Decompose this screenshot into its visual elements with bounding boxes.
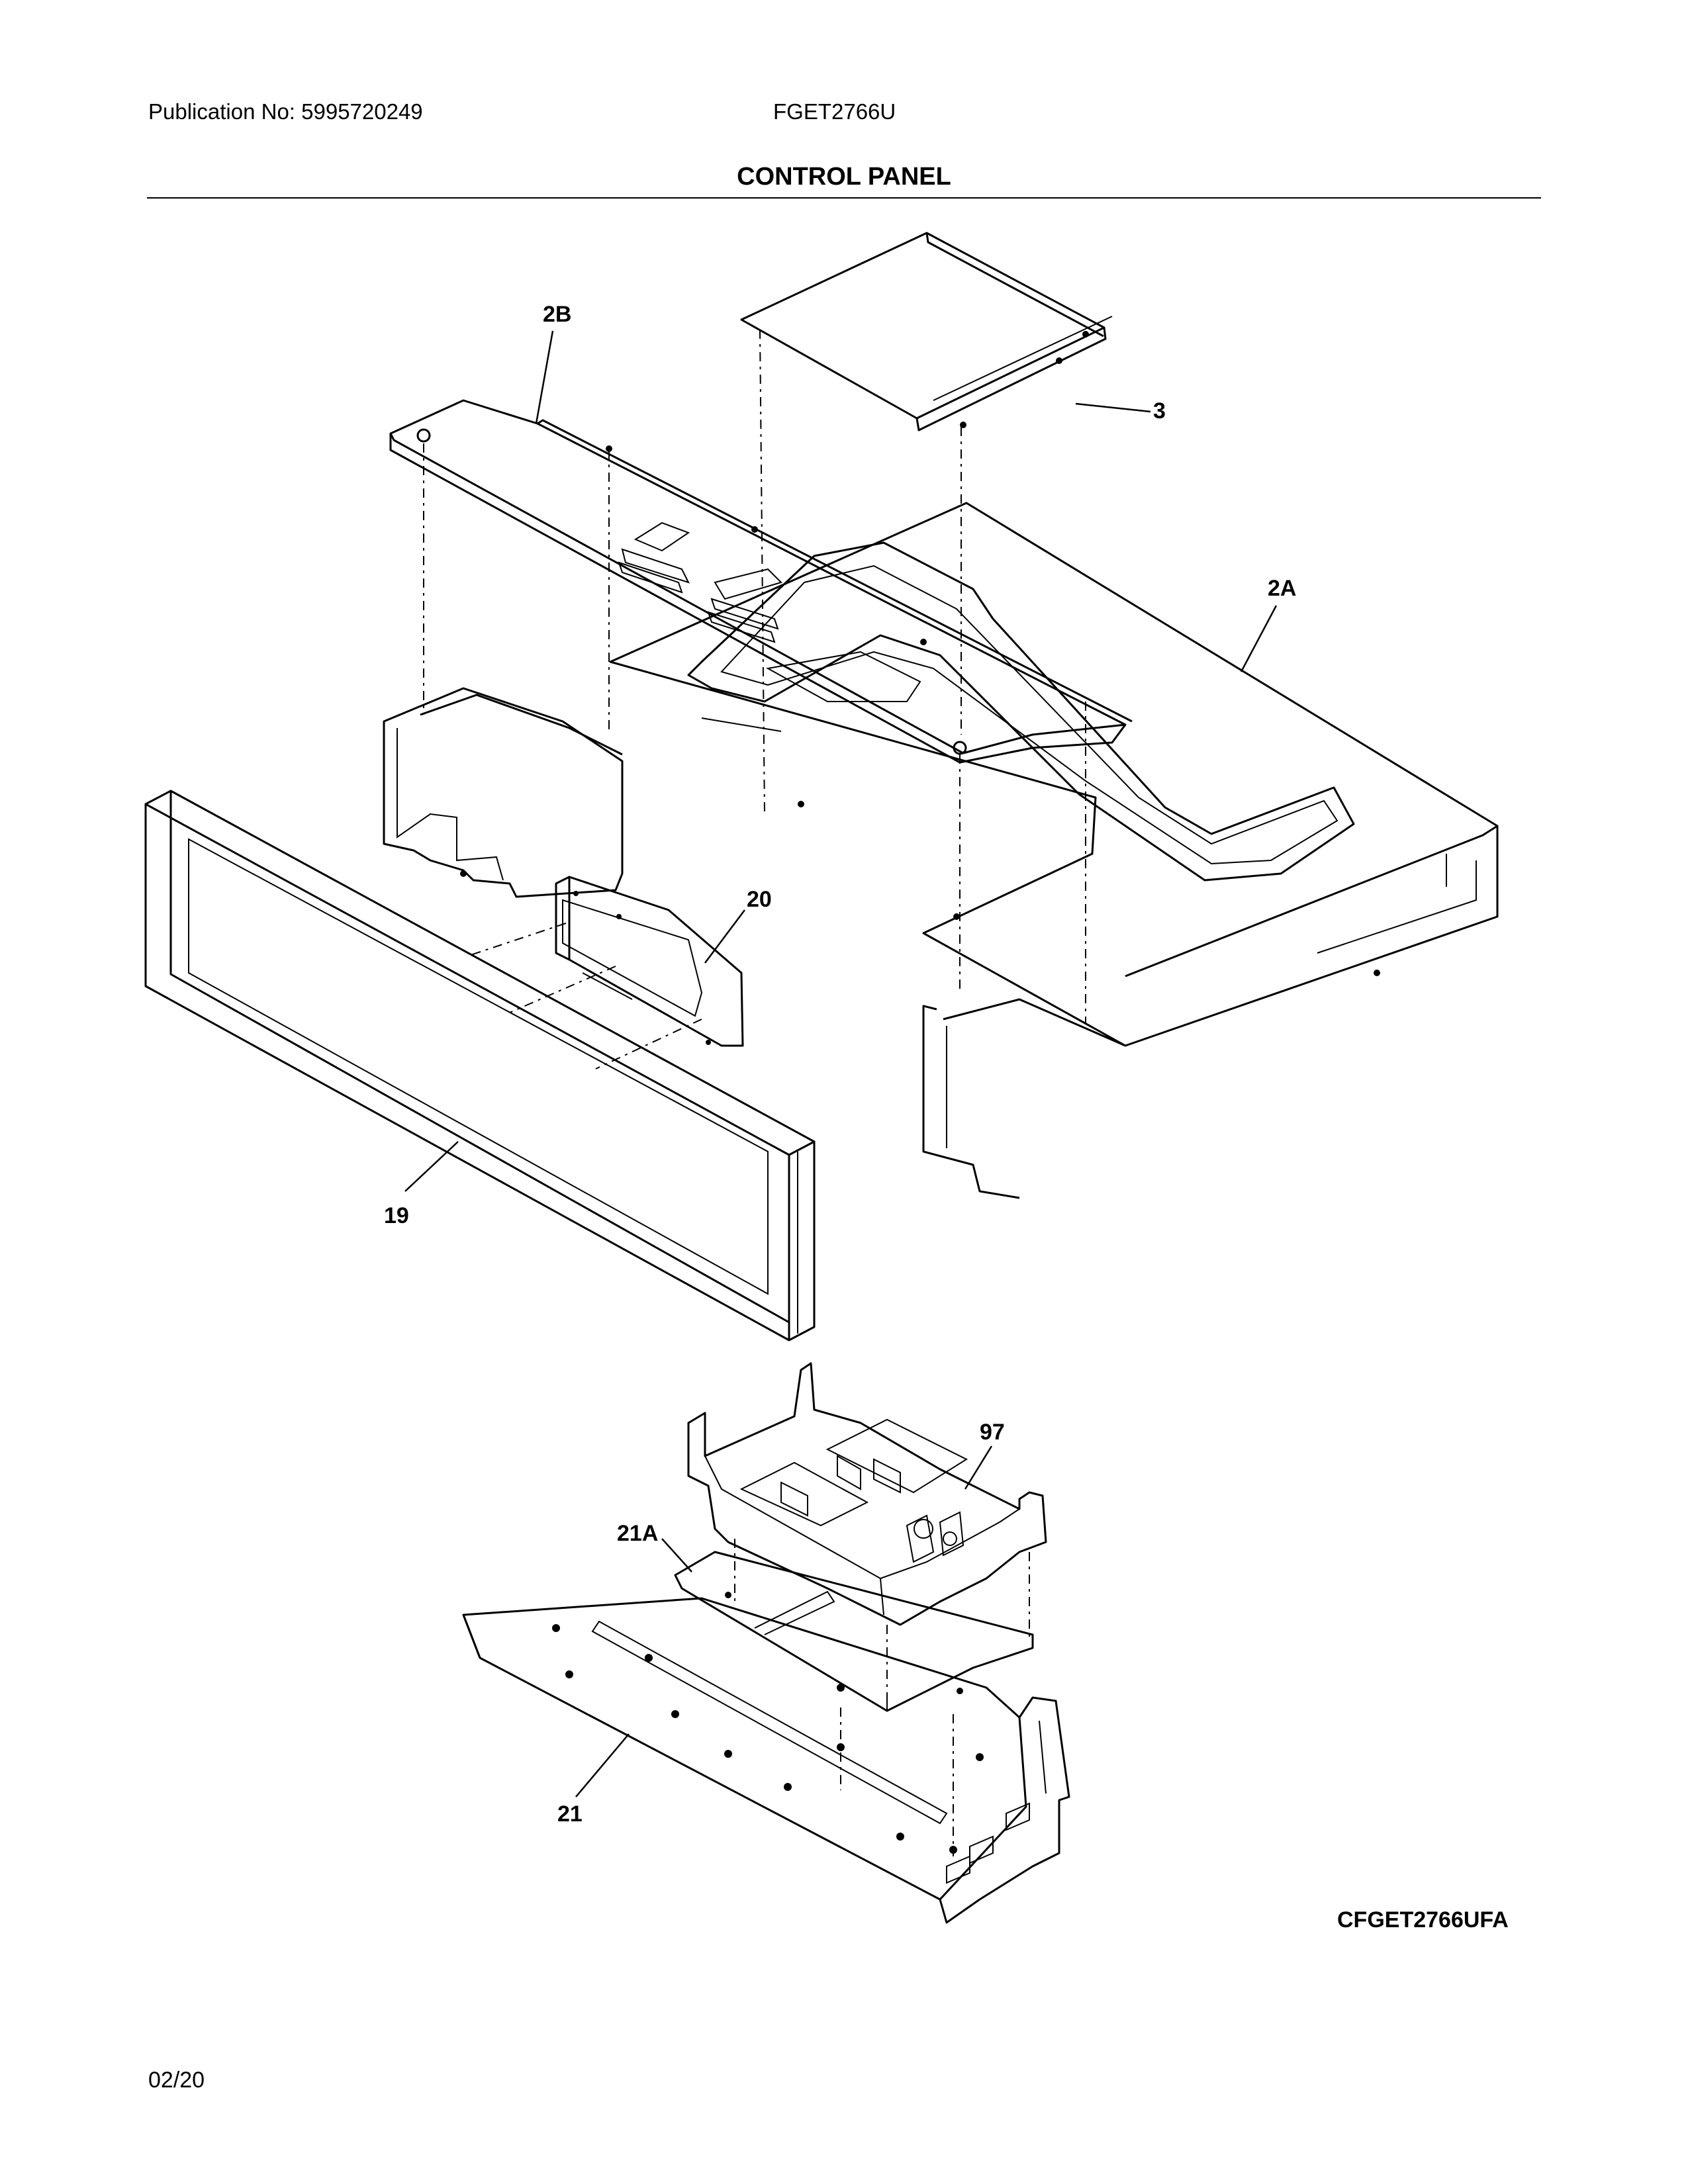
callout-2b: 2B (543, 302, 572, 327)
publication-number: Publication No: 5995720249 (148, 99, 423, 124)
figure-id: CFGET2766UFA (1337, 1907, 1509, 1933)
callout-19: 19 (384, 1203, 409, 1228)
title-rule (147, 197, 1541, 199)
part-19-front-panel (144, 790, 816, 1342)
leader-lines (404, 330, 1278, 1797)
left-side-bracket (383, 687, 624, 898)
part-21-mounting-tray (462, 1597, 1070, 1924)
assembly-lines (423, 329, 1086, 1856)
callout-20: 20 (747, 887, 772, 912)
part-97-erc-assembly (687, 1362, 1047, 1626)
model-number: FGET2766U (773, 99, 896, 124)
part-20-control-board (555, 876, 744, 1047)
callout-21a: 21A (617, 1521, 659, 1546)
callout-3: 3 (1153, 398, 1166, 424)
part-21a-shield-plate (674, 1551, 1034, 1712)
part-2b-bracket (389, 399, 1133, 764)
footer-date: 02/20 (148, 2068, 205, 2093)
callout-97: 97 (980, 1420, 1005, 1445)
page-title: CONTROL PANEL (737, 163, 951, 191)
callout-2a: 2A (1268, 576, 1297, 601)
part-2a-base-panel (609, 502, 1499, 1199)
callout-21: 21 (557, 1801, 583, 1827)
part-3-cover-plate (740, 232, 1113, 432)
